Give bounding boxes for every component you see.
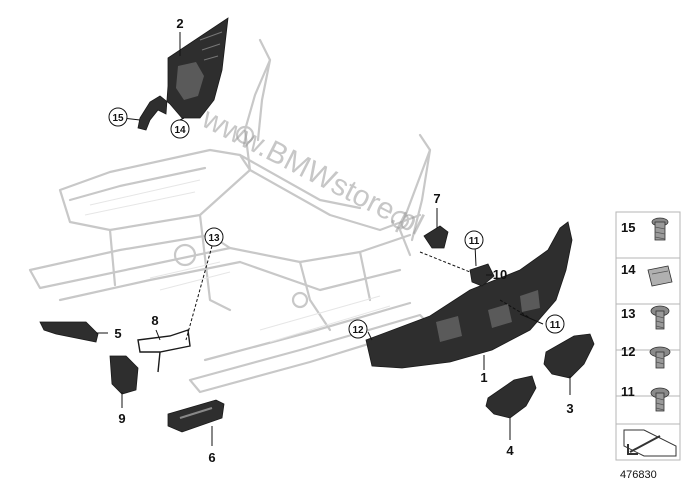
- part-7-clip[interactable]: [423, 225, 449, 249]
- flange-screw-icon: [649, 346, 671, 369]
- screw-icon: [651, 217, 669, 241]
- part-3-cover-cap[interactable]: [543, 333, 595, 379]
- callout-11-lower: 11: [550, 320, 561, 331]
- part-9-bracket[interactable]: [109, 355, 139, 395]
- part-4-cover-cap[interactable]: [485, 375, 537, 419]
- callout-12: 12: [352, 325, 364, 336]
- circled-callouts: 11 11 12 13 14 15: [108, 107, 565, 339]
- legend-14: 14: [621, 262, 636, 277]
- legend-13: 13: [621, 306, 635, 321]
- callout-2: 2: [176, 16, 183, 31]
- legend-12: 12: [621, 344, 635, 359]
- part-10-clip[interactable]: [469, 263, 495, 287]
- screw-icon: [650, 305, 670, 330]
- screw-icon: [650, 387, 670, 412]
- part-5-small-trim[interactable]: [39, 321, 99, 343]
- callout-14: 14: [174, 125, 186, 136]
- arrow-symbol-icon: [623, 429, 677, 457]
- seat-frame-drawing: [28, 38, 432, 394]
- callout-6: 6: [208, 450, 215, 465]
- reference-number: 476830: [620, 469, 657, 481]
- part-8-bracket: [137, 329, 191, 373]
- watermark: www.BMWstore.pl: [196, 101, 429, 241]
- callout-15: 15: [112, 113, 124, 124]
- callout-3: 3: [566, 401, 573, 416]
- callout-7: 7: [433, 191, 440, 206]
- callout-1: 1: [480, 370, 487, 385]
- callout-9: 9: [118, 411, 125, 426]
- callout-labels: 2 1 3 4 5 6 7 8 9 10: [114, 16, 573, 465]
- callout-5: 5: [114, 326, 121, 341]
- callout-4: 4: [506, 443, 514, 458]
- legend-11: 11: [621, 384, 635, 399]
- callout-13: 13: [208, 233, 220, 244]
- callout-11-upper: 11: [469, 236, 480, 247]
- part-1-side-trim[interactable]: [365, 221, 573, 369]
- part-2-upper-trim[interactable]: [137, 17, 229, 131]
- callout-8: 8: [151, 313, 158, 328]
- legend-15: 15: [621, 220, 635, 235]
- part-6-foot-cover[interactable]: [167, 399, 225, 433]
- clip-nut-icon: [647, 265, 673, 287]
- fastener-legend: 15 14 13 12 11: [615, 211, 681, 481]
- callout-10: 10: [493, 267, 507, 282]
